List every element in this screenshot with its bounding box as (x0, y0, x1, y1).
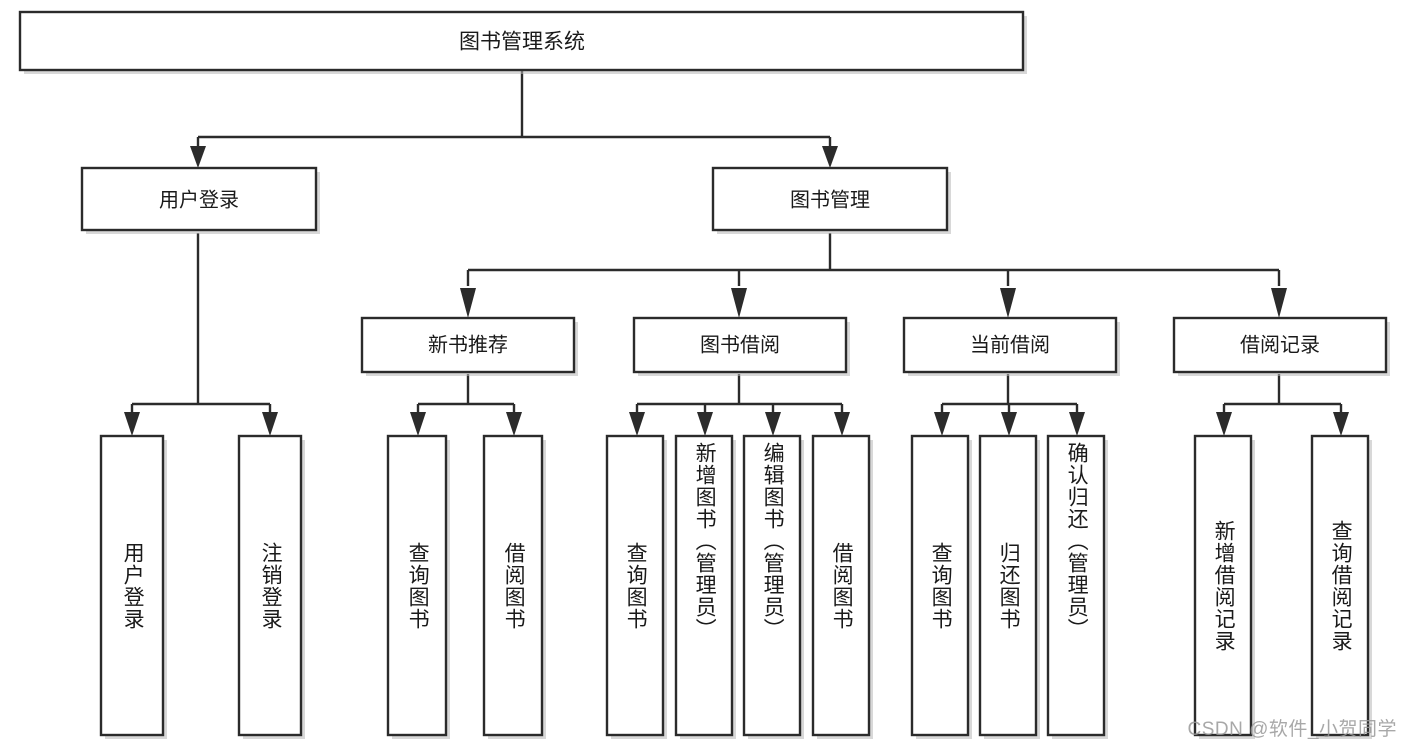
arrow-nb-borrow-book (506, 412, 522, 436)
node-root[interactable]: 图书管理系统 (18, 10, 1027, 74)
arrow-user-login (190, 146, 206, 168)
leaf-box-nb-borrow-book[interactable] (482, 434, 544, 737)
arrow-current-borrow (1000, 288, 1016, 318)
arrow-cb-return-book (1001, 412, 1017, 436)
node-new-book-recommend[interactable]: 新书推荐 (360, 316, 578, 376)
arrow-cb-confirm-return (1069, 412, 1085, 436)
watermark-text: CSDN @软件_小贺同学 (1187, 719, 1397, 740)
node-current-borrow-label: 当前借阅 (970, 333, 1050, 356)
arrow-bb-edit-book (765, 412, 781, 436)
arrow-br-query-record (1333, 412, 1349, 436)
node-new-book-box (360, 316, 576, 374)
arrow-leaf-user-login (124, 412, 140, 436)
arrow-bb-borrow-book (834, 412, 850, 436)
leaf-box-user-login[interactable] (99, 434, 165, 737)
connector-group (124, 70, 1349, 436)
arrow-new-book (460, 288, 476, 318)
arrow-book-manage (822, 146, 838, 168)
arrow-br-add-record (1216, 412, 1232, 436)
leaf-box-bb-edit-book[interactable] (742, 434, 802, 737)
leaf-box-bb-borrow-book[interactable] (811, 434, 871, 737)
node-borrow-record[interactable]: 借阅记录 (1172, 316, 1390, 376)
node-current-borrow-box (902, 316, 1118, 374)
arrow-bb-add-book (697, 412, 713, 436)
node-book-manage[interactable]: 图书管理 (711, 166, 951, 234)
arrow-book-borrow (731, 288, 747, 318)
node-root-box (18, 10, 1025, 72)
leaf-box-br-query-record[interactable] (1310, 434, 1370, 737)
leaf-box-group (99, 434, 1372, 739)
arrow-cb-query-book (934, 412, 950, 436)
leaf-box-cb-query-book[interactable] (910, 434, 970, 737)
leaf-box-bb-query-book[interactable] (605, 434, 665, 737)
node-book-borrow[interactable]: 图书借阅 (632, 316, 850, 376)
node-user-login[interactable]: 用户登录 (80, 166, 320, 234)
node-user-login-box (80, 166, 318, 232)
node-book-manage-box (711, 166, 949, 232)
node-book-borrow-label: 图书借阅 (700, 333, 780, 356)
node-book-manage-label: 图书管理 (790, 188, 870, 211)
arrow-bb-query-book (629, 412, 645, 436)
node-root-label: 图书管理系统 (459, 31, 585, 54)
arrow-nb-query-book (410, 412, 426, 436)
node-borrow-record-box (1172, 316, 1388, 374)
arrow-leaf-logout (262, 412, 278, 436)
node-borrow-record-label: 借阅记录 (1240, 333, 1320, 356)
leaf-box-logout[interactable] (237, 434, 303, 737)
node-user-login-label: 用户登录 (159, 188, 239, 211)
leaf-box-br-add-record[interactable] (1193, 434, 1253, 737)
leaf-box-bb-add-book[interactable] (674, 434, 734, 737)
node-new-book-label: 新书推荐 (428, 333, 508, 356)
leaf-box-nb-query-book[interactable] (386, 434, 448, 737)
node-current-borrow[interactable]: 当前借阅 (902, 316, 1120, 376)
arrow-borrow-record (1271, 288, 1287, 318)
node-book-borrow-box (632, 316, 848, 374)
leaf-box-cb-return-book[interactable] (978, 434, 1038, 737)
leaf-box-cb-confirm-return[interactable] (1046, 434, 1106, 737)
